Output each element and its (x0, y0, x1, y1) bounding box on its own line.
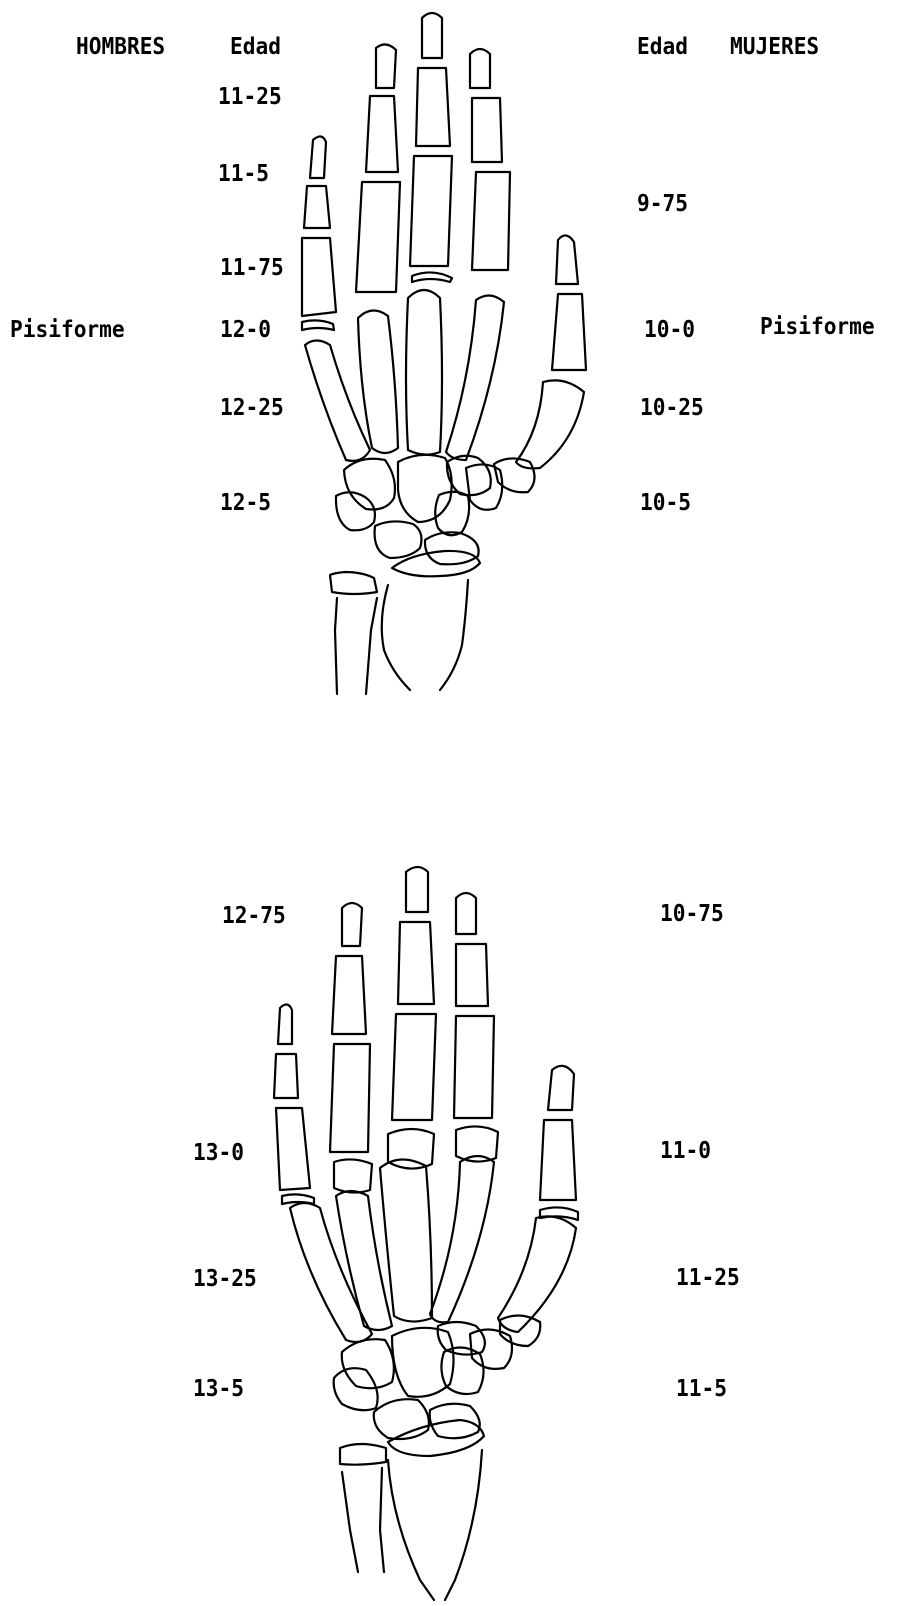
bottom-carpals (334, 1315, 541, 1456)
bottom-radius-ulna (340, 1444, 482, 1600)
bottom-finger-1 (274, 1004, 314, 1204)
bottom-finger-2 (330, 903, 372, 1193)
bottom-finger-4 (454, 893, 498, 1162)
bottom-finger-3 (388, 867, 436, 1169)
bottom-finger-5 (540, 1066, 578, 1220)
